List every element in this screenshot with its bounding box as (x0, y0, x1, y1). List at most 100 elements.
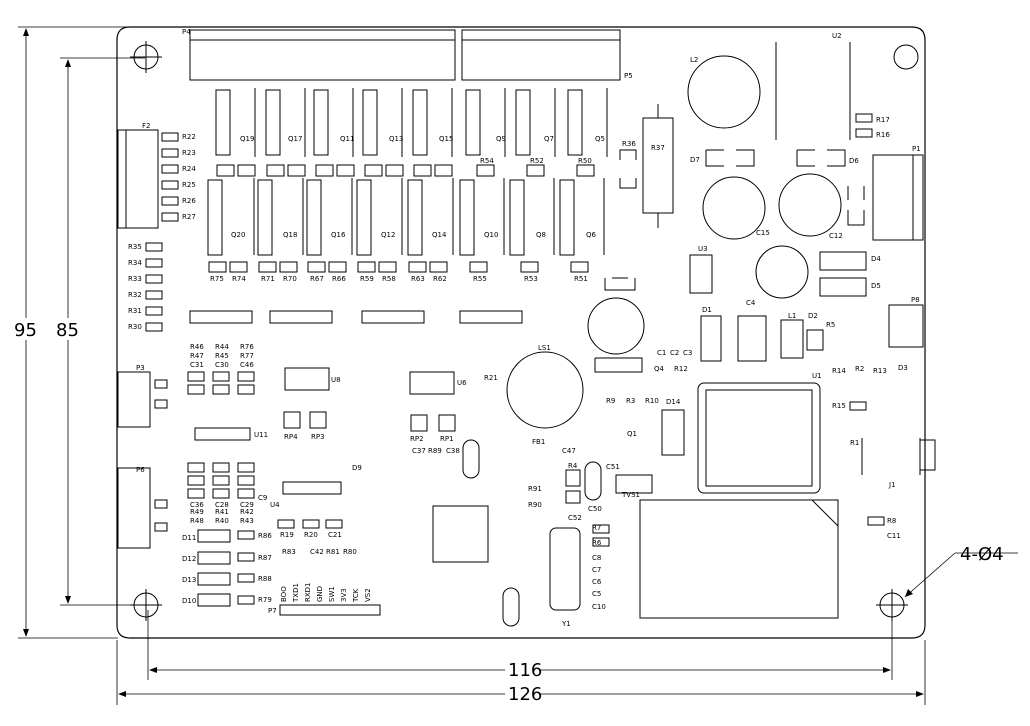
label-y1: Y1 (561, 620, 571, 628)
label-u2: U2 (832, 32, 842, 40)
capacitor-c16 (755, 245, 809, 299)
label-q14: Q14 (432, 231, 447, 239)
capacitor-c17 (702, 176, 766, 240)
label-l2: L2 (690, 56, 698, 64)
dim-width-outer: 126 (508, 684, 542, 705)
label-c51: C51 (606, 463, 620, 471)
connector-p7 (279, 604, 381, 616)
label-r10: R10 (645, 397, 659, 405)
p7-pin-label: 3V3 (340, 588, 348, 602)
label-r9: R9 (606, 397, 615, 405)
label-p6: P6 (136, 466, 145, 474)
label-r40: R40 (215, 517, 229, 525)
label-p7: P7 (268, 607, 277, 615)
regulator-u3 (689, 254, 713, 294)
label-q12: Q12 (381, 231, 395, 239)
label-r3: R3 (626, 397, 635, 405)
label-p4: P4 (182, 28, 191, 36)
label-r16: R16 (876, 131, 890, 139)
dim-width-inner: 116 (508, 660, 542, 681)
label-q11: Q11 (340, 135, 354, 143)
label-r62: R62 (433, 275, 447, 283)
label-r30: R30 (128, 323, 142, 331)
label-r66: R66 (332, 275, 346, 283)
label-d9: D9 (352, 464, 362, 472)
label-r8: R8 (887, 517, 896, 525)
label-d14: D14 (666, 398, 681, 406)
label-r19: R19 (280, 531, 294, 539)
label-r83: R83 (282, 548, 296, 556)
label-r59: R59 (360, 275, 374, 283)
label-c30: C30 (215, 361, 229, 369)
label-r41: R41 (215, 508, 229, 516)
label-r88: R88 (258, 575, 272, 583)
label-r67: R67 (310, 275, 324, 283)
label-r48: R48 (190, 517, 204, 525)
label-r43: R43 (240, 517, 254, 525)
label-q7: Q7 (544, 135, 554, 143)
p7-pin-label: SW1 (328, 586, 336, 602)
label-q5: Q5 (595, 135, 605, 143)
label-r13: R13 (873, 367, 887, 375)
label-fb1: FB1 (532, 438, 545, 446)
capacitor-c12 (778, 173, 842, 237)
mounting-holes (130, 41, 919, 621)
label-d13: D13 (182, 576, 196, 584)
inductor-l2 (687, 55, 761, 129)
label-c50: C50 (588, 505, 602, 513)
label-q17: Q17 (288, 135, 302, 143)
capacitor-q16 (587, 297, 645, 355)
label-d12: D12 (182, 555, 196, 563)
label-q10: Q10 (484, 231, 498, 239)
label-c15: C15 (756, 229, 770, 237)
label-rp3: RP3 (311, 433, 325, 441)
label-u8: U8 (331, 376, 341, 384)
connector-p4 (189, 29, 456, 81)
label-d5: D5 (871, 282, 881, 290)
label-r45: R45 (215, 352, 229, 360)
label-r35: R35 (128, 243, 142, 251)
dim-bg-85 (52, 318, 82, 340)
label-r51: R51 (574, 275, 588, 283)
label-q6: Q6 (586, 231, 597, 239)
label-c36: C36 (190, 501, 204, 509)
p7-pin-label: GND (316, 586, 324, 602)
dim-holes: 4-Ø4 (960, 544, 1004, 565)
label-r76: R76 (240, 343, 254, 351)
label-q15: Q15 (439, 135, 453, 143)
label-c7: C7 (592, 566, 601, 574)
p7-pin-label: VS2 (364, 588, 372, 602)
label-r77: R77 (240, 352, 254, 360)
label-u3: U3 (698, 245, 708, 253)
crystal-y1 (549, 527, 581, 611)
label-r81: R81 (326, 548, 340, 556)
label-r34: R34 (128, 259, 142, 267)
label-l1: L1 (788, 312, 796, 320)
label-r36: R36 (622, 140, 636, 148)
dim-height-inner: 85 (56, 320, 79, 341)
label-c46: C46 (240, 361, 254, 369)
p7-pin-label: BOO (280, 586, 288, 602)
label-r63: R63 (411, 275, 425, 283)
label-r55: R55 (473, 275, 487, 283)
label-r47: R47 (190, 352, 204, 360)
label-d10: D10 (182, 597, 196, 605)
label-r86: R86 (258, 532, 272, 540)
label-c28: C28 (215, 501, 229, 509)
connector-p5 (461, 29, 621, 81)
label-c2: C2 (670, 349, 679, 357)
label-r52: R52 (530, 157, 544, 165)
label-r70: R70 (283, 275, 297, 283)
ic-u12 (432, 505, 489, 563)
label-r6: R6 (592, 539, 602, 547)
sim-holder (639, 499, 839, 619)
label-r22: R22 (182, 133, 196, 141)
label-r89: R89 (428, 447, 442, 455)
label-r90: R90 (528, 501, 542, 509)
mounting-hole-tr (893, 44, 919, 70)
p7-pin-label: TCK (352, 588, 360, 603)
label-r71: R71 (261, 275, 275, 283)
label-d1: D1 (702, 306, 712, 314)
connector-p8 (888, 304, 924, 348)
